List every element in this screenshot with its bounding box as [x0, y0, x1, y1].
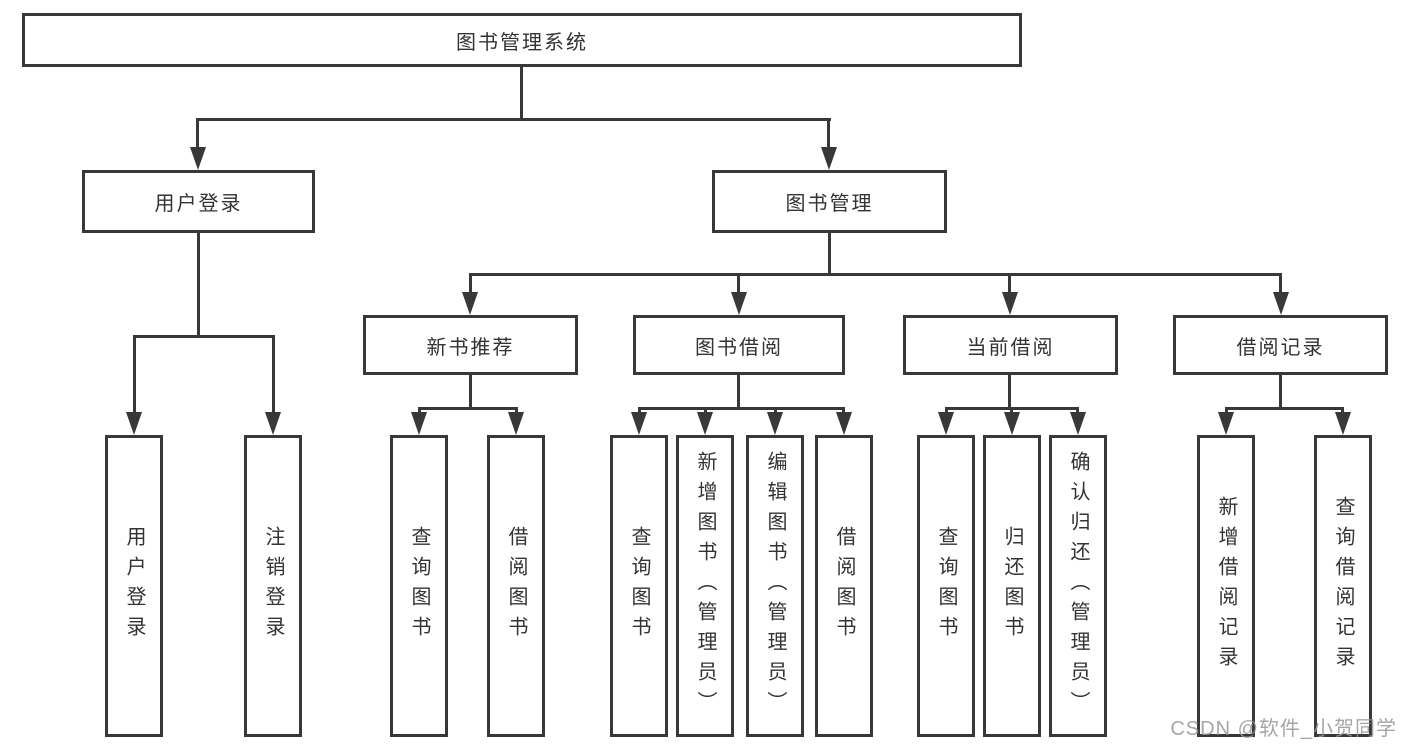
arrowhead-records-add — [1218, 412, 1234, 435]
leaf-borrow-edit-books-admin-label: 编辑图书（管理员） — [764, 451, 786, 721]
connector-root-rail — [196, 118, 831, 121]
connector-borrow-stem — [737, 375, 740, 407]
connector-userlogin-rail — [133, 335, 275, 338]
arrowhead-book-management — [821, 147, 837, 170]
leaf-current-return-books: 归还图书 — [983, 435, 1041, 737]
node-root-library-system: 图书管理系统 — [22, 13, 1022, 67]
leaf-user-login-label: 用户登录 — [123, 526, 145, 646]
arrowhead-user-login — [190, 147, 206, 170]
arrowhead-new-book-recommend — [462, 292, 478, 315]
connector-bookmgmt-rail — [469, 273, 1282, 276]
csdn-watermark: CSDN @软件_小贺同学 — [1170, 718, 1397, 740]
arrowhead-book-borrow — [731, 292, 747, 315]
node-book-borrow-label: 图书借阅 — [695, 336, 783, 359]
node-user-login: 用户登录 — [82, 170, 315, 233]
leaf-borrow-borrow-books: 借阅图书 — [815, 435, 873, 737]
node-user-login-label: 用户登录 — [154, 193, 243, 215]
leaf-current-confirm-return-admin-label: 确认归还（管理员） — [1067, 451, 1089, 721]
connector-bookmgmt-drop-2 — [737, 273, 740, 295]
connector-recommend-rail — [418, 407, 518, 410]
arrowhead-current-query — [938, 412, 954, 435]
node-book-management-label: 图书管理 — [785, 193, 874, 215]
arrowhead-login-leaf — [126, 412, 142, 435]
leaf-borrow-query-books: 查询图书 — [610, 435, 668, 737]
connector-bookmgmt-drop-4 — [1279, 273, 1282, 295]
arrowhead-borrow-records — [1273, 292, 1289, 315]
leaf-borrow-query-books-label: 查询图书 — [628, 526, 650, 646]
leaf-borrow-add-books-admin-label: 新增图书（管理员） — [694, 451, 716, 721]
connector-borrow-rail — [638, 407, 845, 410]
leaf-recommend-borrow-books: 借阅图书 — [487, 435, 545, 737]
connector-userlogin-stem — [197, 233, 200, 335]
leaf-current-confirm-return-admin: 确认归还（管理员） — [1049, 435, 1107, 737]
arrowhead-logout-leaf — [265, 412, 281, 435]
node-new-book-recommend: 新书推荐 — [363, 315, 578, 375]
connector-recommend-stem — [469, 375, 472, 407]
leaf-records-add-record-label: 新增借阅记录 — [1215, 496, 1237, 676]
node-book-borrow: 图书借阅 — [633, 315, 845, 375]
connector-bookmgmt-drop-1 — [469, 273, 472, 295]
connector-userlogin-drop-1 — [133, 335, 136, 415]
arrowhead-recommend-borrow — [508, 412, 524, 435]
arrowhead-borrow-edit — [767, 412, 783, 435]
arrowhead-borrow-add — [697, 412, 713, 435]
leaf-borrow-edit-books-admin: 编辑图书（管理员） — [746, 435, 804, 737]
leaf-records-query-record-label: 查询借阅记录 — [1332, 496, 1354, 676]
leaf-recommend-query-books-label: 查询图书 — [408, 526, 430, 646]
connector-current-stem — [1008, 375, 1011, 407]
arrowhead-recommend-query — [411, 412, 427, 435]
leaf-user-login: 用户登录 — [105, 435, 163, 737]
leaf-records-query-record: 查询借阅记录 — [1314, 435, 1372, 737]
arrowhead-borrow-borrow — [836, 412, 852, 435]
node-root-label: 图书管理系统 — [456, 31, 588, 54]
leaf-borrow-borrow-books-label: 借阅图书 — [833, 526, 855, 646]
node-current-borrow: 当前借阅 — [903, 315, 1118, 375]
connector-bookmgmt-drop-3 — [1008, 273, 1011, 295]
connector-root-drop-left — [196, 118, 199, 154]
connector-bookmgmt-stem — [828, 233, 831, 273]
node-new-book-recommend-label: 新书推荐 — [426, 336, 515, 359]
connector-root-drop-right — [827, 118, 830, 154]
leaf-logout: 注销登录 — [244, 435, 302, 737]
connector-records-stem — [1279, 375, 1282, 407]
arrowhead-current-confirm — [1070, 412, 1086, 435]
arrowhead-current-borrow — [1002, 292, 1018, 315]
connector-userlogin-drop-2 — [272, 335, 275, 415]
connector-root-stem — [520, 67, 523, 118]
leaf-current-return-books-label: 归还图书 — [1001, 526, 1023, 646]
leaf-recommend-query-books: 查询图书 — [390, 435, 448, 737]
node-book-management: 图书管理 — [712, 170, 947, 233]
connector-records-rail — [1225, 407, 1344, 410]
arrowhead-borrow-query — [631, 412, 647, 435]
leaf-current-query-books-label: 查询图书 — [935, 526, 957, 646]
node-current-borrow-label: 当前借阅 — [966, 336, 1055, 359]
node-borrow-records-label: 借阅记录 — [1236, 336, 1325, 359]
leaf-records-add-record: 新增借阅记录 — [1197, 435, 1255, 737]
arrowhead-current-return — [1004, 412, 1020, 435]
arrowhead-records-query — [1335, 412, 1351, 435]
leaf-logout-label: 注销登录 — [262, 526, 284, 646]
node-borrow-records: 借阅记录 — [1173, 315, 1388, 375]
leaf-recommend-borrow-books-label: 借阅图书 — [505, 526, 527, 646]
leaf-current-query-books: 查询图书 — [917, 435, 975, 737]
leaf-borrow-add-books-admin: 新增图书（管理员） — [676, 435, 734, 737]
